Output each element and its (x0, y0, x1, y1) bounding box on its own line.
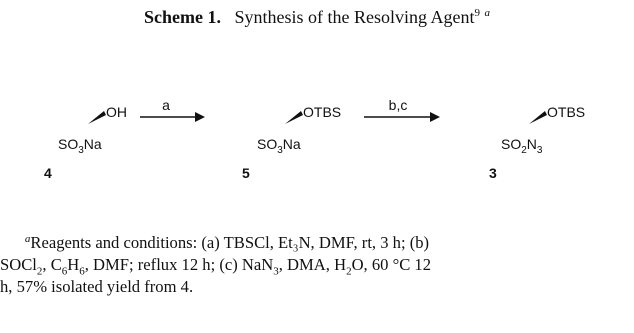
footnote-mark: a (24, 233, 31, 245)
compound-5-substituent: OTBS (303, 104, 341, 120)
compound-4-sulfonyl: SO3Na (58, 136, 102, 156)
reference-superscript: 9 (474, 7, 480, 19)
step-a-conditions: a (162, 97, 170, 113)
compound-3-substituent: OTBS (547, 104, 585, 120)
compound-5-sulfonyl: SO3Na (257, 136, 301, 156)
compound-4-number: 4 (44, 165, 52, 181)
compound-3-number: 3 (489, 165, 497, 181)
arrow-step-bc: b,c (364, 97, 440, 122)
compound-4-structure: OH SO3Na 4 (30, 48, 127, 181)
reaction-scheme: OH SO3Na 4 a OTBS SO3Na 5 b,c OTBS SO2N3… (30, 48, 585, 181)
scheme-label: Scheme 1. (144, 7, 221, 27)
compound-4-substituent: OH (106, 104, 127, 120)
compound-3-sulfonyl: SO2N3 (501, 136, 543, 156)
scheme-title-text: Synthesis of the Resolving Agent (234, 7, 475, 27)
step-bc-conditions: b,c (389, 97, 408, 113)
compound-5-structure: OTBS SO3Na 5 (227, 48, 341, 181)
compound-3-structure: OTBS SO2N3 3 (471, 48, 585, 181)
arrow-step-a: a (140, 97, 205, 122)
scheme-title: Scheme 1. Synthesis of the Resolving Age… (0, 6, 634, 28)
footnote-line-1: aReagents and conditions: (a) TBSCl, Et₃… (24, 233, 430, 252)
footnote-mark-title: a (484, 7, 490, 19)
footnote-line-2: SOCl2, C6H6, DMF; reflux 12 h; (c) NaN3,… (0, 255, 432, 278)
scheme-footnote: aReagents and conditions: (a) TBSCl, Et₃… (0, 232, 634, 298)
compound-5-number: 5 (242, 165, 250, 181)
footnote-line-3: h, 57% isolated yield from 4. (0, 277, 194, 296)
